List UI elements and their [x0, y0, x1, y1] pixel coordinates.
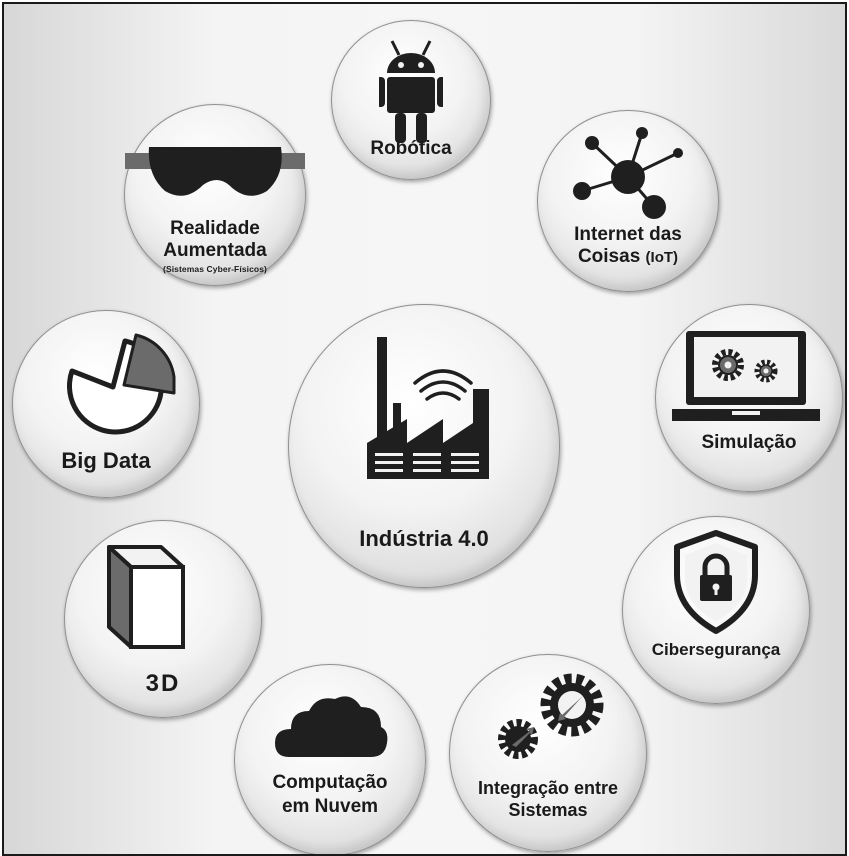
node-industria: Indústria 4.0	[288, 304, 560, 588]
cloud-icon	[275, 696, 388, 757]
node-realidade-aumentada: Realidade Aumentada (Sistemas Cyber-Físi…	[124, 104, 306, 286]
node-integracao: Integração entre Sistemas	[449, 654, 647, 852]
nuvem-line1: Computação	[272, 772, 388, 793]
node-3d: 3D	[64, 520, 262, 718]
simulacao-label: Simulação	[701, 432, 797, 453]
node-iot: Internet das Coisas (IoT)	[537, 110, 719, 292]
laptop-gears-icon	[672, 331, 820, 421]
iot-line2-suffix: (IoT)	[645, 249, 679, 266]
center-label: Indústria 4.0	[359, 526, 489, 551]
iot-line2: Coisas	[577, 246, 641, 267]
realidade-line1: Realidade	[170, 218, 260, 239]
pie-chart-icon	[67, 333, 176, 435]
gears-arrows-icon	[498, 673, 604, 759]
iot-line1: Internet das	[574, 224, 682, 245]
node-simulacao: Simulação	[655, 304, 843, 492]
realidade-line3: (Sistemas Cyber-Físicos)	[163, 264, 267, 274]
factory-wifi-icon	[367, 337, 489, 479]
bigdata-label: Big Data	[61, 448, 151, 473]
vr-headset-icon	[125, 147, 305, 196]
integracao-line2: Sistemas	[508, 800, 588, 820]
node-big-data: Big Data	[12, 310, 200, 498]
node-robotica: Robótica	[331, 20, 491, 180]
shield-lock-icon	[674, 530, 758, 634]
realidade-line2: Aumentada	[163, 240, 267, 261]
node-ciberseguranca: Cibersegurança	[622, 516, 810, 704]
android-robot-icon	[379, 40, 443, 143]
robotica-label: Robótica	[370, 138, 452, 159]
nuvem-line2: em Nuvem	[281, 796, 379, 817]
node-nuvem: Computação em Nuvem	[234, 664, 426, 854]
cube-icon	[107, 545, 185, 649]
integracao-line1: Integração entre	[477, 778, 619, 798]
ciber-label: Cibersegurança	[651, 640, 781, 659]
iot-line2-wrap: Coisas (IoT)	[538, 246, 718, 268]
network-nodes-icon	[573, 127, 683, 219]
tresd-label: 3D	[145, 670, 181, 697]
